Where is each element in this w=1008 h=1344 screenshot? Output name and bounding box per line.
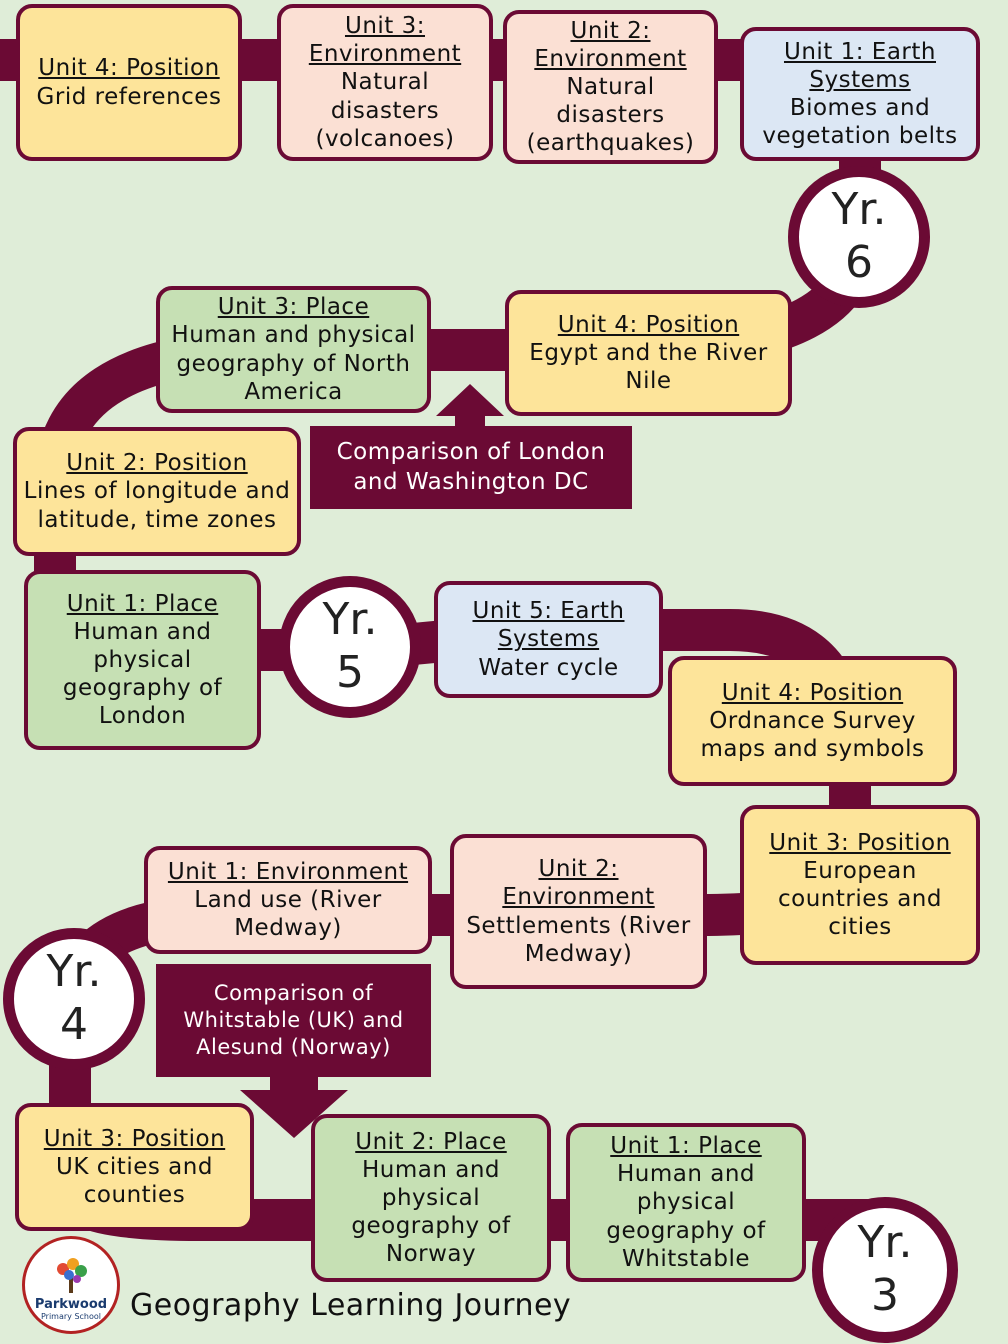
year6-badge-line2: 6 — [845, 237, 873, 288]
year6-unit2-body: Natural disasters (earthquakes) — [526, 73, 695, 157]
year5-unit2-body: Lines of longitude and latitude, time zo… — [23, 478, 291, 533]
year3-badge-line1: Yr. — [857, 1217, 913, 1269]
year5-unit4-card: Unit 4: Position Egypt and the River Nil… — [505, 290, 792, 416]
year6-unit4-title: Unit 4: Position — [38, 55, 220, 82]
year4-unit4-card: Unit 4: Position Ordnance Survey maps an… — [668, 656, 957, 786]
year6-unit4-card: Unit 4: Position Grid references — [16, 4, 242, 161]
year3-unit1-title: Unit 1: Place — [610, 1133, 762, 1160]
year4-badge-line2: 4 — [60, 999, 88, 1050]
year4-unit5-body: Water cycle — [478, 654, 619, 681]
year3-comparison-text: Comparison of Whitstable (UK) and Alesun… — [183, 980, 404, 1060]
year4-unit3-body: European countries and cities — [778, 857, 942, 941]
year5-comparison-text: Comparison of London and Washington DC — [336, 438, 606, 495]
year6-unit3-card: Unit 3: Environment Natural disasters (v… — [277, 4, 493, 161]
year4-unit4-title: Unit 4: Position — [721, 679, 904, 706]
year3-unit1-card: Unit 1: Place Human and physical geograp… — [566, 1123, 806, 1282]
year6-unit4-body: Grid references — [36, 83, 222, 110]
school-logo: Parkwood Primary School — [22, 1236, 120, 1334]
year5-unit1-card: Unit 1: Place Human and physical geograp… — [24, 570, 261, 750]
year5-unit3-body: Human and physical geography of North Am… — [171, 322, 416, 405]
year3-unit3-body: UK cities and counties — [56, 1153, 213, 1209]
year5-unit3-title: Unit 3: Place — [217, 294, 370, 321]
year3-unit3-title: Unit 3: Position — [43, 1125, 226, 1152]
year3-badge: Yr. 3 — [812, 1197, 958, 1343]
year4-unit2-card: Unit 2: Environment Settlements (River M… — [450, 834, 707, 989]
year6-unit1-card: Unit 1: Earth Systems Biomes and vegetat… — [740, 27, 980, 161]
arrow-up-icon — [436, 384, 504, 416]
year3-comparison-banner: Comparison of Whitstable (UK) and Alesun… — [156, 964, 431, 1077]
year3-badge-line2: 3 — [871, 1270, 899, 1321]
page-title: Geography Learning Journey — [130, 1288, 572, 1323]
year5-unit1-title: Unit 1: Place — [66, 590, 219, 617]
year3-unit1-body: Human and physical geography of Whitstab… — [606, 1161, 766, 1272]
year5-unit1-body: Human and physical geography of London — [62, 618, 223, 730]
year5-unit4-body: Egypt and the River Nile — [529, 339, 768, 395]
school-subtitle: Primary School — [40, 1312, 101, 1321]
year4-unit1-card: Unit 1: Environment Land use (River Medw… — [144, 846, 432, 954]
year5-unit2-title: Unit 2: Position — [66, 450, 248, 477]
year6-unit3-body: Natural disasters (volcanoes) — [315, 69, 455, 152]
arrow-stem-down — [270, 1076, 318, 1092]
year6-badge: Yr. 6 — [788, 166, 930, 308]
year5-unit3-card: Unit 3: Place Human and physical geograp… — [156, 286, 431, 413]
year4-unit3-title: Unit 3: Position — [769, 829, 951, 856]
year4-unit3-card: Unit 3: Position European countries and … — [740, 805, 980, 965]
year6-unit3-title: Unit 3: Environment — [308, 13, 462, 68]
year5-unit2-card: Unit 2: Position Lines of longitude and … — [13, 427, 301, 556]
year6-unit1-title: Unit 1: Earth Systems — [783, 38, 936, 93]
year5-badge-line2: 5 — [336, 647, 364, 698]
year4-unit1-body: Land use (River Medway) — [194, 886, 382, 942]
year5-unit4-title: Unit 4: Position — [557, 311, 740, 338]
year4-badge: Yr. 4 — [3, 928, 145, 1070]
year6-badge-line1: Yr. — [831, 184, 887, 236]
year6-unit2-title: Unit 2: Environment — [534, 17, 687, 72]
year5-comparison-banner: Comparison of London and Washington DC — [310, 426, 632, 509]
year4-unit5-card: Unit 5: Earth Systems Water cycle — [434, 581, 663, 698]
year4-unit4-body: Ordnance Survey maps and symbols — [700, 707, 925, 763]
year3-unit3-card: Unit 3: Position UK cities and counties — [15, 1103, 254, 1231]
year3-unit2-card: Unit 2: Place Human and physical geograp… — [311, 1114, 551, 1282]
year4-badge-line1: Yr. — [46, 946, 102, 998]
year6-unit2-card: Unit 2: Environment Natural disasters (e… — [503, 10, 718, 164]
tree-icon — [57, 1258, 87, 1293]
year3-unit2-body: Human and physical geography of Norway — [351, 1156, 511, 1268]
year4-unit1-title: Unit 1: Environment — [167, 858, 409, 885]
year5-badge: Yr. 5 — [279, 576, 421, 718]
year4-unit2-body: Settlements (River Medway) — [466, 912, 691, 967]
year3-unit2-title: Unit 2: Place — [355, 1128, 507, 1155]
year6-unit1-body: Biomes and vegetation belts — [762, 95, 958, 150]
school-name: Parkwood — [34, 1297, 108, 1312]
year4-unit2-title: Unit 2: Environment — [502, 856, 655, 911]
year4-unit5-title: Unit 5: Earth Systems — [472, 598, 625, 653]
year5-badge-line1: Yr. — [322, 594, 378, 646]
